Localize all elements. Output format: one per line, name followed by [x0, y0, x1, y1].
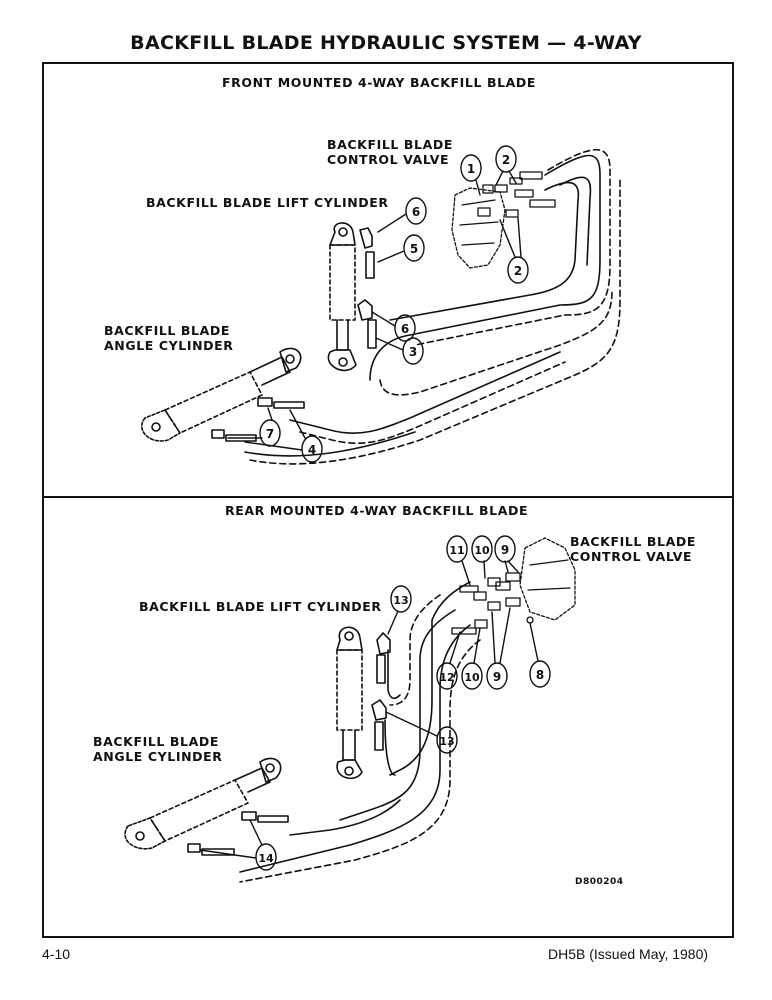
- rear-section-heading: REAR MOUNTED 4-WAY BACKFILL BLADE: [225, 503, 529, 518]
- callout-rear-10a: 10: [474, 544, 490, 557]
- front-control-valve-label: BACKFILL BLADE CONTROL VALVE: [327, 137, 454, 167]
- callout-front-6a: 6: [412, 205, 420, 219]
- rear-angle-cylinder-label: BACKFILL BLADE ANGLE CYLINDER: [93, 734, 223, 764]
- callout-rear-8: 8: [536, 668, 544, 682]
- callout-front-5: 5: [410, 242, 418, 256]
- callout-front-1: 1: [467, 162, 475, 176]
- callout-rear-11: 11: [449, 544, 464, 557]
- callout-rear-14: 14: [258, 852, 274, 865]
- rear-callout-numbers: 11 10 9 13 12 10 9 8 13 14: [258, 543, 544, 865]
- callout-front-4: 4: [308, 443, 316, 457]
- callout-rear-13a: 13: [393, 594, 408, 607]
- rear-callouts: [199, 535, 551, 871]
- callout-front-7: 7: [266, 427, 274, 441]
- callout-rear-9a: 9: [501, 543, 509, 557]
- front-callouts: [227, 145, 529, 463]
- page-title: BACKFILL BLADE HYDRAULIC SYSTEM — 4-WAY: [130, 32, 642, 54]
- front-control-valve: [451, 171, 556, 269]
- callout-front-2b: 2: [514, 264, 522, 278]
- document-id: DH5B (Issued May, 1980): [548, 946, 709, 962]
- callout-rear-12: 12: [439, 671, 454, 684]
- front-lift-cylinder-label: BACKFILL BLADE LIFT CYLINDER: [146, 195, 389, 210]
- rear-lift-cylinder-label: BACKFILL BLADE LIFT CYLINDER: [139, 599, 382, 614]
- front-callout-numbers: 1 2 6 5 2 6 3 7 4: [266, 153, 522, 457]
- callout-front-3: 3: [409, 345, 417, 359]
- front-section-heading: FRONT MOUNTED 4-WAY BACKFILL BLADE: [222, 75, 537, 90]
- callout-rear-10b: 10: [464, 671, 480, 684]
- rear-hoses: [239, 581, 481, 883]
- drawing-number: D800204: [575, 877, 624, 887]
- front-angle-cylinder: [141, 347, 305, 442]
- section-divider: [42, 496, 734, 498]
- callout-rear-13b: 13: [439, 735, 454, 748]
- front-angle-cylinder-label: BACKFILL BLADE ANGLE CYLINDER: [104, 323, 234, 353]
- rear-control-valve: [451, 537, 576, 635]
- front-hoses: [244, 148, 621, 465]
- callout-front-2a: 2: [502, 153, 510, 167]
- rear-lift-cylinder: [336, 626, 391, 780]
- page-number: 4-10: [42, 946, 71, 962]
- rear-control-valve-label: BACKFILL BLADE CONTROL VALVE: [570, 534, 697, 564]
- diagram-frame: [42, 62, 734, 938]
- callout-front-6b: 6: [401, 322, 409, 336]
- rear-angle-cylinder: [124, 757, 289, 856]
- callout-rear-9b: 9: [493, 670, 501, 684]
- front-lift-cylinder: [327, 222, 377, 372]
